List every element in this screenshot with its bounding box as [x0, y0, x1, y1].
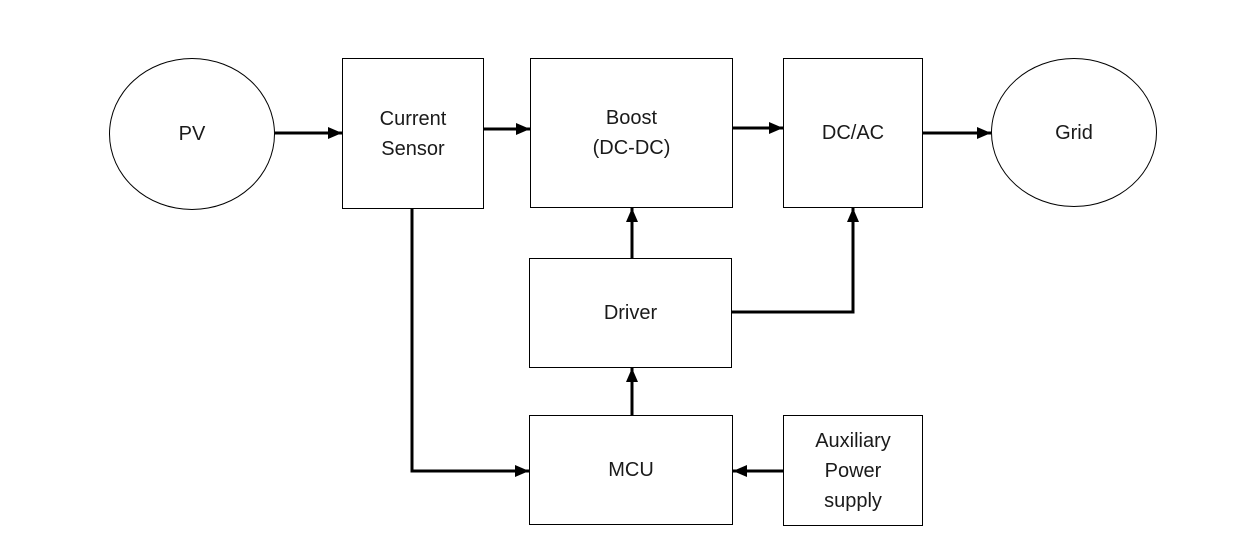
node-mcu: MCU [529, 415, 733, 525]
node-boost-label: Boost (DC-DC) [592, 107, 671, 159]
node-current-sensor-label: Current Sensor [379, 107, 447, 160]
node-driver-label: Driver [603, 302, 658, 324]
node-mcu-label: MCU [608, 459, 654, 481]
node-aux-power: Auxiliary Power supply [783, 415, 923, 526]
node-aux-power-label: Auxiliary Power supply [815, 429, 891, 512]
node-current-sensor: Current Sensor [342, 58, 484, 209]
node-grid-label: Grid [1055, 121, 1093, 144]
node-driver: Driver [529, 258, 732, 368]
node-grid: Grid [991, 58, 1157, 207]
edge-driver-to-dcac [732, 208, 859, 314]
edge-current-sensor-to-mcu [410, 209, 529, 477]
node-pv-label: PV [178, 123, 206, 145]
node-dcac-label: DC/AC [821, 122, 885, 144]
node-pv: PV [109, 58, 275, 210]
node-boost: Boost (DC-DC) [530, 58, 733, 208]
node-dcac: DC/AC [783, 58, 923, 208]
